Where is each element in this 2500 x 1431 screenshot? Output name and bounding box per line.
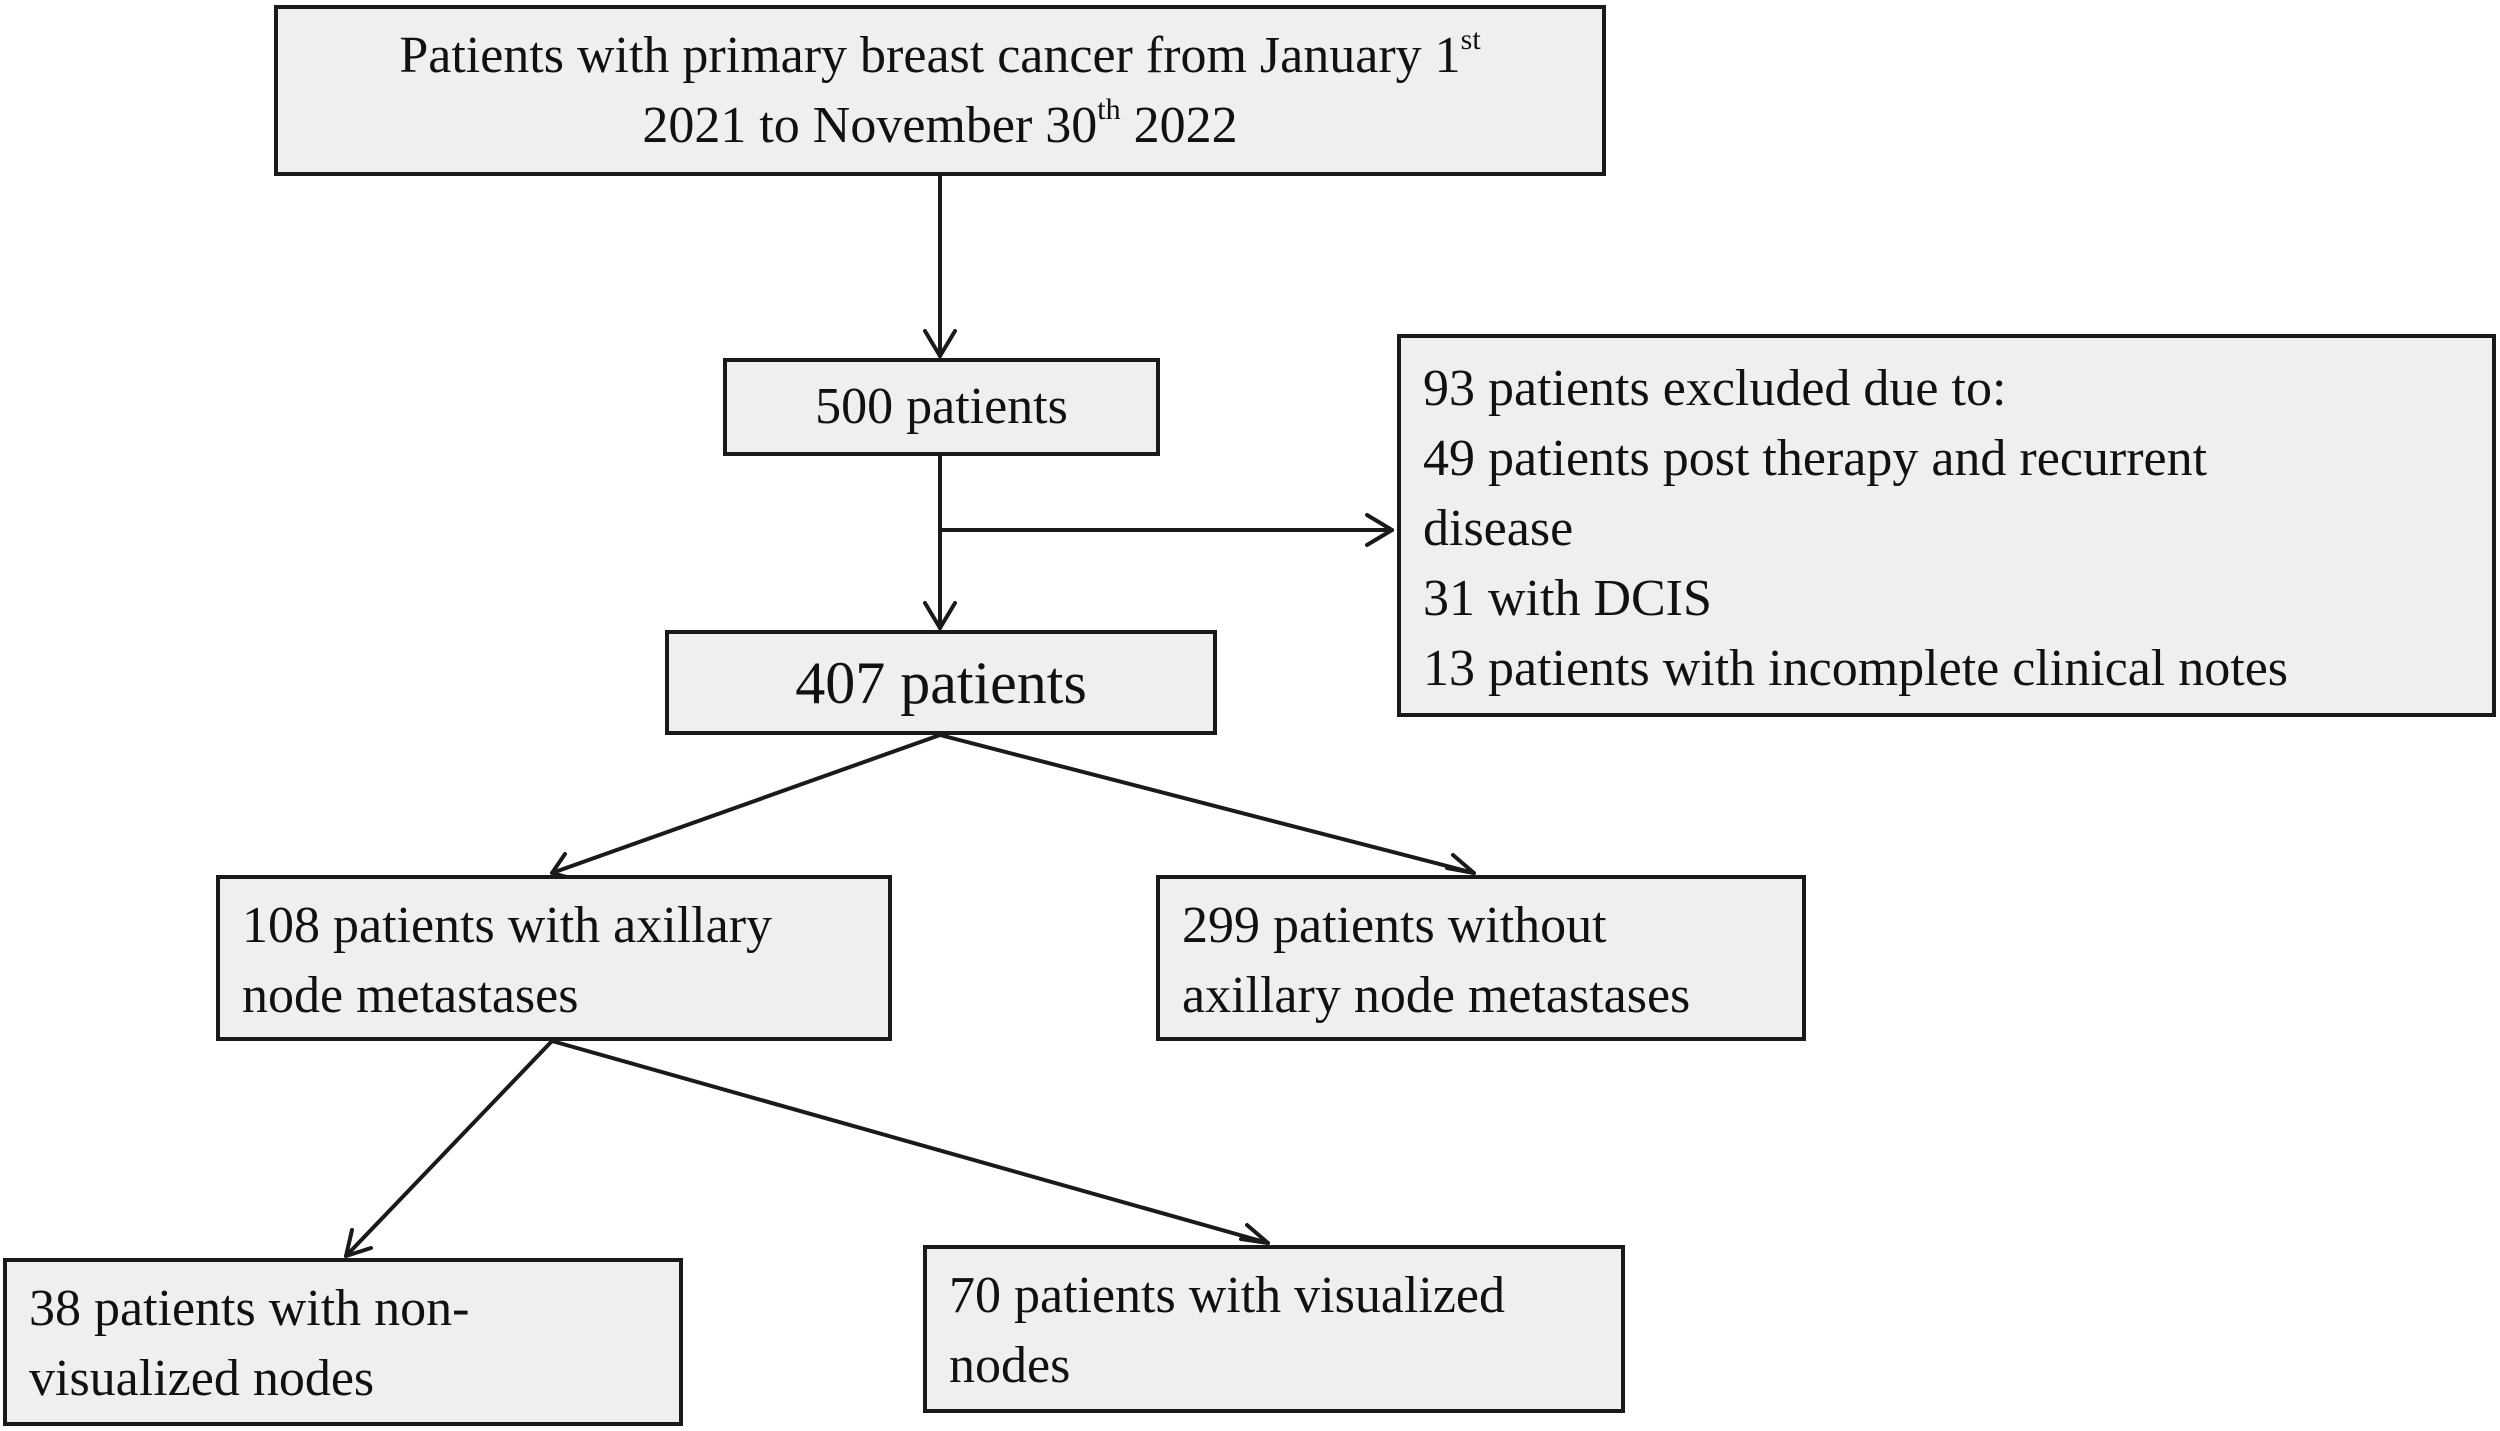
arrow-407-to-108 [550,733,942,875]
non-visualized-line-2: visualized nodes [29,1350,375,1407]
no-axillary-metastases-box: 299 patients without axillary node metas… [1156,875,1806,1041]
axillary-metastases-box: 108 patients with axillary node metastas… [216,875,892,1041]
excluded-line-5: 13 patients with incomplete clinical not… [1423,640,2289,697]
non-visualized-nodes-box: 38 patients with non- visualized nodes [3,1258,683,1426]
non-visualized-line-1: 38 patients with non- [29,1280,470,1337]
arrow-108-to-38 [344,1039,554,1258]
axillary-neg-line-1: 299 patients without [1182,897,1607,954]
excluded-box: 93 patients excluded due to: 49 patients… [1397,334,2496,717]
arrowhead-407 [923,601,957,630]
arrowhead-500 [923,329,957,358]
axillary-neg-line-2: axillary node metastases [1182,967,1691,1024]
source-population-box: Patients with primary breast cancer from… [274,5,1606,176]
arrowhead-excluded [1365,513,1394,547]
source-line-2: 2021 to November 30th 2022 [642,93,1238,154]
visualized-line-2: nodes [949,1337,1071,1394]
arrow-108-to-70 [550,1039,1270,1245]
axillary-pos-line-1: 108 patients with axillary [242,897,773,954]
arrow-407-to-299 [938,733,1476,875]
source-line-1: Patients with primary breast cancer from… [399,23,1481,84]
excluded-line-1: 93 patients excluded due to: [1423,360,2007,417]
arrowhead-38 [344,1228,373,1258]
excluded-line-3: disease [1423,500,1574,557]
excluded-line-2: 49 patients post therapy and recurrent [1423,430,2208,487]
arrowhead-70 [1239,1223,1270,1245]
n407-label: 407 patients [795,649,1087,716]
n407-box: 407 patients [665,630,1217,735]
axillary-pos-line-2: node metastases [242,967,579,1024]
visualized-line-1: 70 patients with visualized [949,1267,1506,1324]
visualized-nodes-box: 70 patients with visualized nodes [923,1245,1625,1413]
n500-box: 500 patients [723,358,1160,456]
n500-label: 500 patients [815,378,1068,435]
arrowhead-299 [1445,853,1476,875]
excluded-line-4: 31 with DCIS [1423,570,1712,627]
